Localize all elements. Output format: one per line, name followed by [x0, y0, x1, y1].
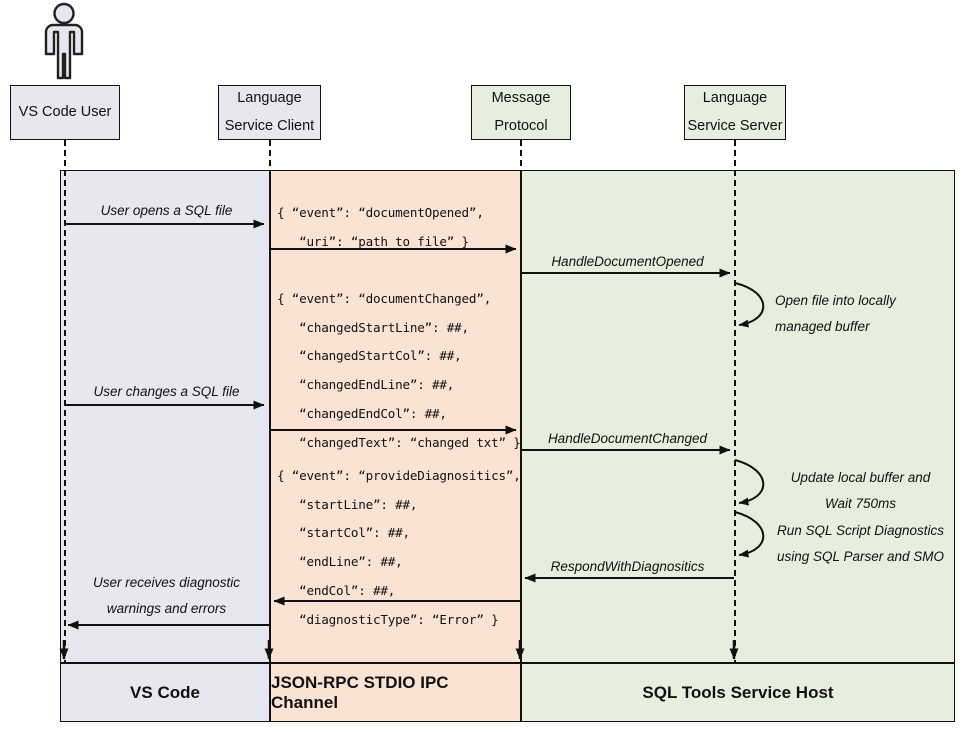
payload-document-opened: { “event”: “documentOpened”, “uri”: “pat… [277, 205, 484, 249]
message-label-user-changes: User changes a SQL file [93, 384, 240, 399]
participant-label-line1: Language [237, 89, 302, 106]
participant-label-line2: Service Client [224, 117, 315, 134]
participant-label-line2: Service Server [687, 117, 783, 134]
message-label-handle-document-changed: HandleDocumentChanged [547, 431, 708, 446]
lifeline-message-protocol [520, 140, 522, 676]
band-host [521, 170, 955, 663]
lifeline-vs-code-user [64, 140, 66, 676]
footer-band-ipc: JSON-RPC STDIO IPC Channel [270, 663, 521, 722]
footer-label: JSON-RPC STDIO IPC Channel [271, 672, 449, 712]
self-call-label-run-diagnostics: Run SQL Script Diagnostics using SQL Par… [776, 523, 945, 565]
payload-provide-diagnostics: { “event”: “provideDiagnositics”, “start… [277, 468, 521, 627]
participant-label-line1: Language [702, 89, 768, 106]
payload-document-changed: { “event”: “documentChanged”, “changedSt… [277, 291, 521, 450]
participant-message-protocol[interactable]: Message Protocol [471, 85, 571, 140]
participant-label-line1: Message [491, 89, 551, 106]
message-label-respond-with-diagnostics: RespondWithDiagnositics [550, 559, 705, 574]
participant-language-service-client[interactable]: Language Service Client [218, 85, 321, 140]
footer-label: SQL Tools Service Host [642, 682, 834, 702]
self-call-label-open-buffer: Open file into locally managed buffer [775, 293, 896, 335]
participant-language-service-server[interactable]: Language Service Server [684, 85, 786, 140]
lifeline-language-service-client [269, 140, 271, 676]
footer-label: VS Code [130, 682, 200, 702]
message-label-user-opens: User opens a SQL file [100, 203, 233, 218]
footer-band-host: SQL Tools Service Host [521, 663, 955, 722]
footer-band-vs-code: VS Code [60, 663, 270, 722]
band-vscode [60, 170, 270, 663]
participant-label-line2: Protocol [494, 117, 548, 134]
person-icon [36, 2, 92, 80]
self-call-label-update-wait: Update local buffer and Wait 750ms [790, 470, 931, 512]
band-ipc [270, 170, 521, 663]
message-label-user-receives: User receives diagnostic warnings and er… [92, 575, 241, 617]
participant-label-line1: VS Code User [18, 103, 112, 120]
message-label-handle-document-opened: HandleDocumentOpened [551, 254, 704, 269]
lifeline-language-service-server [734, 140, 736, 676]
participant-vs-code-user[interactable]: VS Code User [10, 85, 120, 140]
